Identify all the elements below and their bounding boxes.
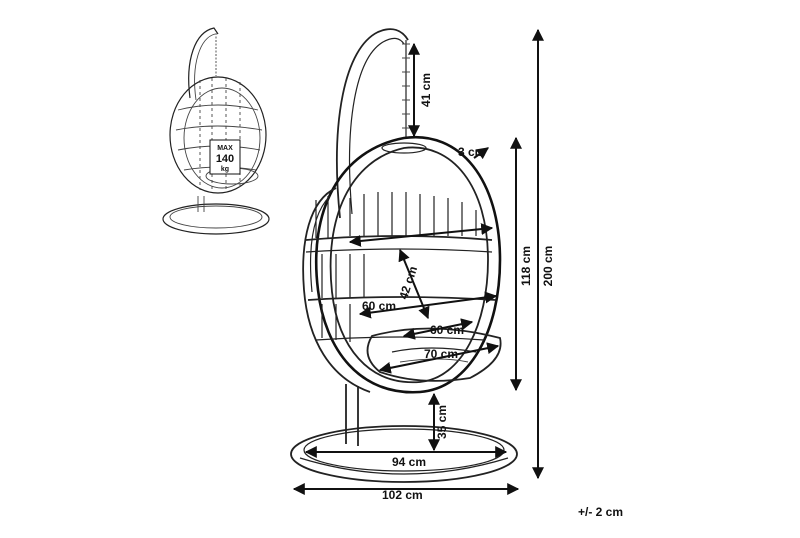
dim-label-seat-depth: 60 cm bbox=[362, 299, 396, 313]
dim-label-total-height: 200 cm bbox=[541, 246, 555, 287]
max-load-badge bbox=[209, 139, 241, 175]
dim-label-ground-clearance: 35 cm bbox=[435, 405, 449, 439]
badge-unit-label: kg bbox=[221, 166, 229, 173]
dim-label-seat-width: 70 cm bbox=[424, 347, 458, 361]
dim-label-cushion-width: 60 cm bbox=[430, 323, 464, 337]
badge-max-label: MAX bbox=[217, 145, 233, 152]
dim-label-frame-thickness: 3 cm bbox=[458, 145, 485, 159]
dim-label-base-diameter: 94 cm bbox=[392, 455, 426, 469]
dim-label-total-width: 102 cm bbox=[382, 488, 423, 502]
dim-label-chain: 41 cm bbox=[419, 73, 433, 107]
badge-weight-value: 140 bbox=[216, 153, 234, 165]
dim-label-egg-height: 118 cm bbox=[519, 246, 533, 286]
tolerance-note: +/- 2 cm bbox=[578, 505, 623, 519]
dimension-arrows bbox=[292, 28, 544, 495]
dim-label-back-height: 42 cm bbox=[396, 264, 420, 301]
main-chair-illustration bbox=[290, 28, 518, 483]
thumbnail-chair-illustration: MAX 140 kg bbox=[162, 27, 270, 235]
